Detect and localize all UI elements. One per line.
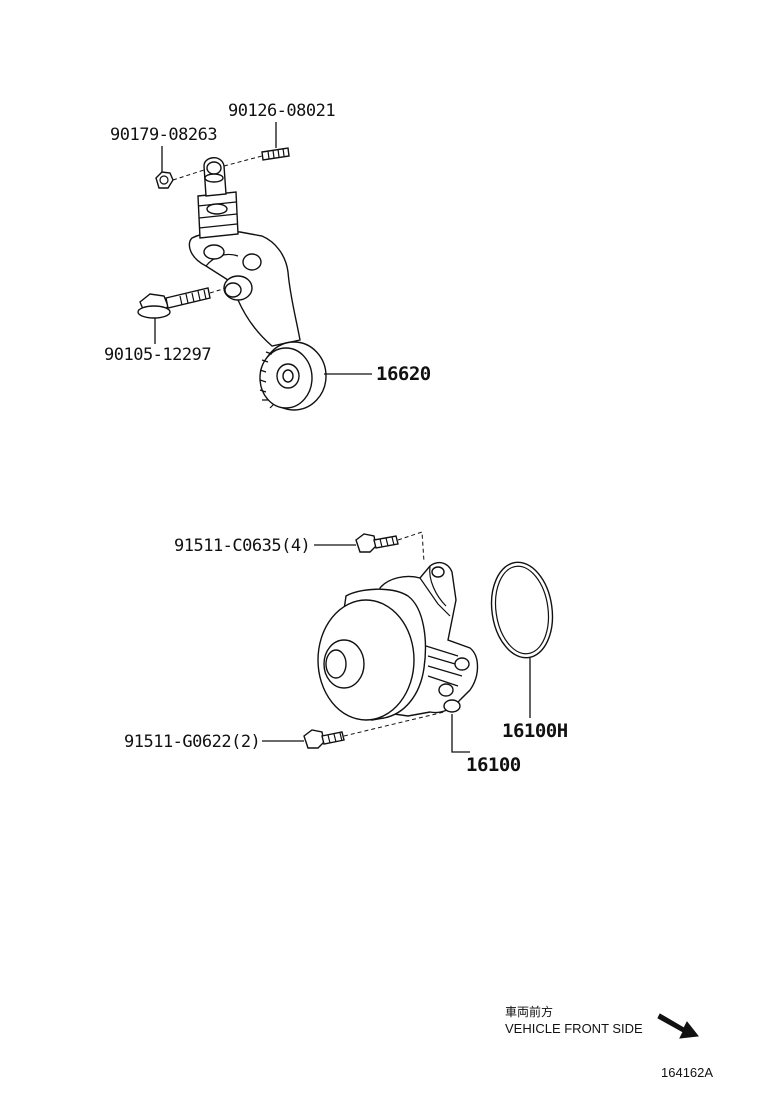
bolt-c0635	[355, 533, 399, 553]
direction-label-en: VEHICLE FRONT SIDE	[505, 1021, 643, 1036]
figure-id: 164162A	[661, 1065, 713, 1080]
pump-pulley	[317, 588, 427, 721]
pump-gasket	[490, 561, 554, 659]
label-90126-08021: 90126-08021	[228, 101, 335, 121]
direction-indicator: 車両前方 VEHICLE FRONT SIDE	[505, 1004, 699, 1039]
belt-tensioner-assembly	[137, 147, 327, 411]
bolt-g0622	[303, 729, 345, 749]
flange-bolt	[137, 287, 211, 319]
label-16620: 16620	[376, 363, 431, 385]
label-90179-08263: 90179-08263	[110, 125, 217, 145]
hex-nut	[155, 171, 174, 189]
water-pump-assembly	[303, 531, 554, 749]
label-16100: 16100	[466, 754, 521, 776]
label-91511-c0635: 91511-C0635(4)	[174, 536, 310, 556]
label-91511-g0622: 91511-G0622(2)	[124, 732, 260, 752]
label-16100h: 16100H	[502, 720, 568, 742]
label-90105-12297: 90105-12297	[104, 345, 211, 365]
idler-pulley	[259, 341, 327, 411]
leader-16100	[451, 714, 470, 753]
direction-label-jp: 車両前方	[505, 1004, 553, 1019]
stud-bolt	[261, 147, 290, 161]
arrow-down-right-icon	[657, 1013, 699, 1039]
